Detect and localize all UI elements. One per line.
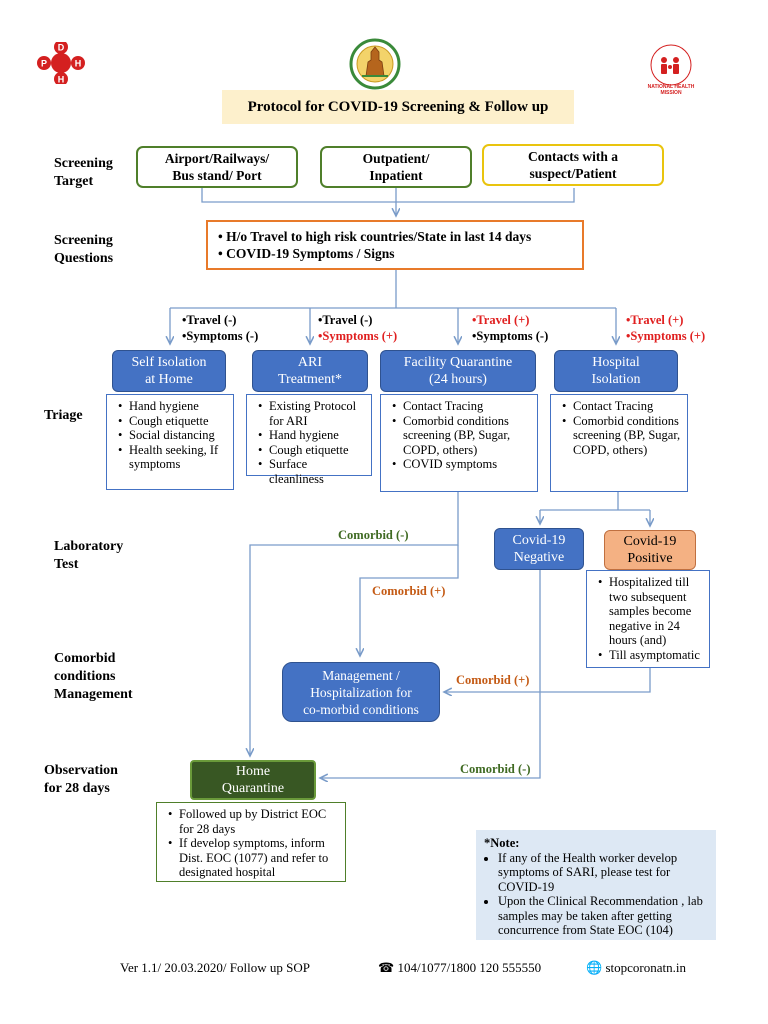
screening-questions-box: • H/o Travel to high risk countries/Stat… xyxy=(206,220,584,270)
list-item: Comorbid conditions screening (BP, Sugar… xyxy=(392,414,531,458)
list-hospital-items: Contact TracingComorbid conditions scree… xyxy=(557,399,681,457)
home-quarantine-box: Home Quarantine xyxy=(190,760,316,800)
list-item: Existing Protocol for ARI xyxy=(258,399,365,428)
note-items: If any of the Health worker develop symp… xyxy=(484,851,708,938)
list-item: Comorbid conditions screening (BP, Sugar… xyxy=(562,414,681,458)
label-observation: Observation for 28 days xyxy=(44,763,118,796)
svg-text:H: H xyxy=(75,59,82,69)
list-item: Hand hygiene xyxy=(118,399,227,414)
footer-phone-text: 104/1077/1800 120 555550 xyxy=(397,960,542,975)
nhm-logo: NATIONAL HEALTH MISSION xyxy=(646,40,696,96)
lab-positive: Covid-19 Positive xyxy=(604,530,696,570)
list-home-items: Followed up by District EOC for 28 daysI… xyxy=(163,807,339,880)
list-item: COVID symptoms xyxy=(392,457,531,472)
list-facility: Contact TracingComorbid conditions scree… xyxy=(380,394,538,492)
label-screening-target: Screening Target xyxy=(54,156,113,189)
list-item: Followed up by District EOC for 28 days xyxy=(168,807,339,836)
list-facility-items: Contact TracingComorbid conditions scree… xyxy=(387,399,531,472)
list-hospital: Contact TracingComorbid conditions scree… xyxy=(550,394,688,492)
list-item: Till asymptomatic xyxy=(598,648,703,663)
label-comorbid: Comorbid conditions Management xyxy=(54,651,133,702)
management-box: Management / Hospitalization for co-morb… xyxy=(282,662,440,722)
target-outpatient: Outpatient/ Inpatient xyxy=(320,146,472,188)
globe-icon: 🌐 xyxy=(586,960,603,975)
temple-emblem-icon xyxy=(349,38,401,90)
footer-website: 🌐 stopcoronatn.in xyxy=(586,960,686,976)
list-item: Social distancing xyxy=(118,428,227,443)
list-item: Surface cleanliness xyxy=(258,457,365,486)
question-travel: • H/o Travel to high risk countries/Stat… xyxy=(218,229,532,244)
list-item: Hand hygiene xyxy=(258,428,365,443)
svg-text:P: P xyxy=(41,59,47,69)
svg-text:D: D xyxy=(58,43,65,53)
triage-ari: ARI Treatment* xyxy=(252,350,368,392)
note-box: *Note: If any of the Health worker devel… xyxy=(476,830,716,940)
phone-icon: ☎ xyxy=(378,960,395,975)
triage-facility: Facility Quarantine (24 hours) xyxy=(380,350,536,392)
list-item: Contact Tracing xyxy=(392,399,531,414)
tn-emblem xyxy=(344,38,406,90)
triage-self-isolation: Self Isolation at Home xyxy=(112,350,226,392)
list-positive-items: Hospitalized till two subsequent samples… xyxy=(593,575,703,662)
list-self-isolation-items: Hand hygieneCough etiquetteSocial distan… xyxy=(113,399,227,472)
list-item: Contact Tracing xyxy=(562,399,681,414)
footer-website-text: stopcoronatn.in xyxy=(605,960,686,975)
list-home: Followed up by District EOC for 28 daysI… xyxy=(156,802,346,882)
list-item: Cough etiquette xyxy=(258,443,365,458)
lab-negative: Covid-19 Negative xyxy=(494,528,584,570)
list-ari-items: Existing Protocol for ARIHand hygieneCou… xyxy=(253,399,365,486)
label-triage: Triage xyxy=(44,408,83,423)
list-item: Upon the Clinical Recommendation , lab s… xyxy=(498,894,708,938)
note-heading: *Note: xyxy=(484,836,520,850)
target-contacts: Contacts with a suspect/Patient xyxy=(482,144,664,186)
edge-comorbid-neg-bottom: Comorbid (-) xyxy=(460,762,531,776)
label-screening-questions: Screening Questions xyxy=(54,233,114,266)
nhm-logo-text: NATIONAL HEALTH MISSION xyxy=(647,84,695,96)
footer-version: Ver 1.1/ 20.03.2020/ Follow up SOP xyxy=(120,960,310,975)
question-symptoms: • COVID-19 Symptoms / Signs xyxy=(218,246,395,261)
list-item: Health seeking, If symptoms xyxy=(118,443,227,472)
list-item: Cough etiquette xyxy=(118,414,227,429)
list-positive: Hospitalized till two subsequent samples… xyxy=(586,570,710,668)
list-item: If any of the Health worker develop symp… xyxy=(498,851,708,895)
edge-comorbid-pos-right: Comorbid (+) xyxy=(456,673,530,687)
edge-comorbid-neg-top: Comorbid (-) xyxy=(338,528,409,542)
svg-text:H: H xyxy=(58,75,65,85)
list-ari: Existing Protocol for ARIHand hygieneCou… xyxy=(246,394,372,486)
nhm-family-icon xyxy=(650,44,692,86)
label-laboratory-test: Laboratory Test xyxy=(54,539,124,572)
branch-1-label: •Travel (-) •Symptoms (-) xyxy=(182,313,259,343)
branch-3-label: •Travel (+) •Symptoms (-) xyxy=(472,313,549,343)
edge-comorbid-pos-left: Comorbid (+) xyxy=(372,584,446,598)
list-item: Hospitalized till two subsequent samples… xyxy=(598,575,703,648)
dph-logo-icon: D P H H xyxy=(37,40,85,86)
dph-logo: D P H H xyxy=(36,40,86,86)
list-item: If develop symptoms, inform Dist. EOC (1… xyxy=(168,836,339,880)
triage-hospital: Hospital Isolation xyxy=(554,350,678,392)
branch-4-label: •Travel (+) •Symptoms (+) xyxy=(626,313,706,343)
page-title: Protocol for COVID-19 Screening & Follow… xyxy=(222,90,574,124)
branch-2-label: •Travel (-) •Symptoms (+) xyxy=(318,313,398,343)
target-airport: Airport/Railways/ Bus stand/ Port xyxy=(136,146,298,188)
footer-phone: ☎ 104/1077/1800 120 555550 xyxy=(378,960,541,976)
list-self-isolation: Hand hygieneCough etiquetteSocial distan… xyxy=(106,394,234,490)
